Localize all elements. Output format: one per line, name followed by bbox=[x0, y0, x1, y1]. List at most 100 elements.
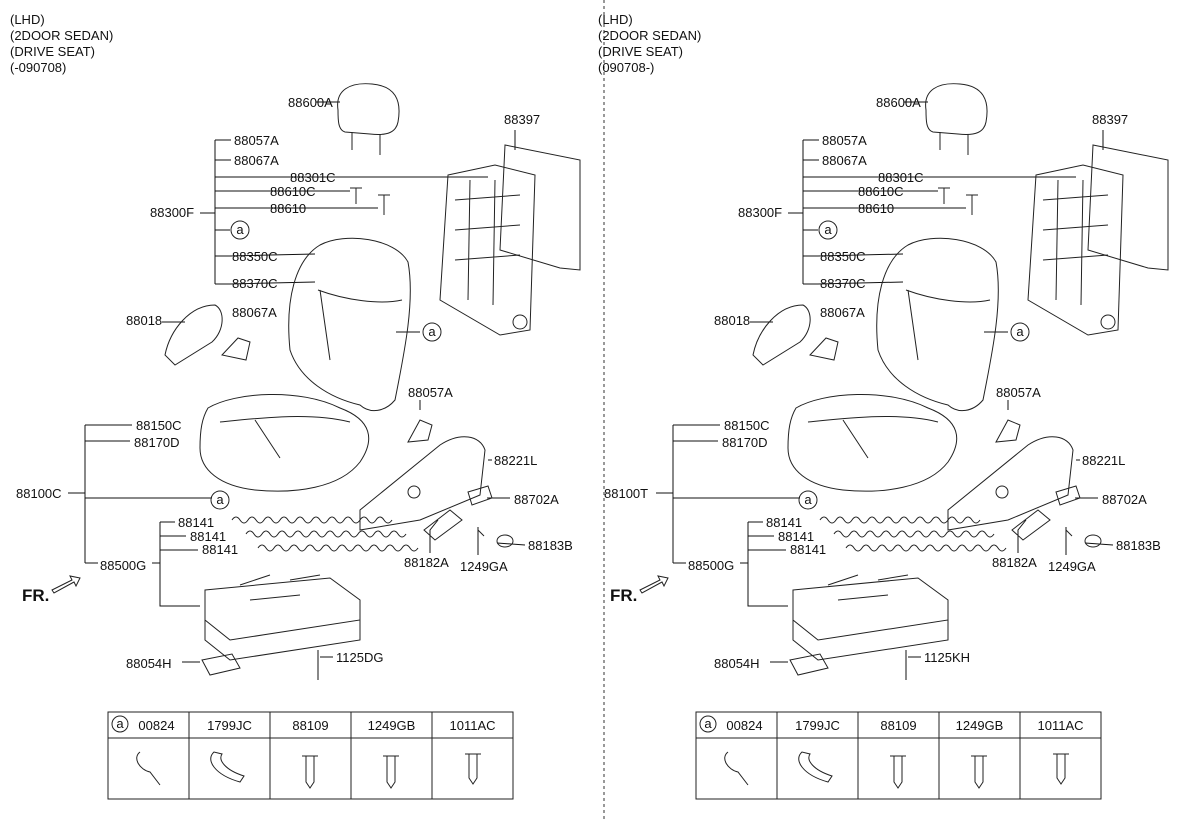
header-line: (LHD) bbox=[10, 12, 45, 27]
bolt-part bbox=[350, 187, 362, 204]
bolt-part bbox=[938, 187, 950, 204]
leader-line bbox=[803, 253, 904, 257]
shield-part bbox=[947, 436, 1074, 531]
spring-part bbox=[245, 530, 407, 538]
leader-line bbox=[496, 542, 526, 546]
part-label-cap: 88183B bbox=[1116, 538, 1161, 553]
bracket2-part bbox=[407, 419, 433, 443]
part-label-g1: 88057A bbox=[234, 133, 279, 148]
switch-part bbox=[789, 653, 829, 676]
seat-track-part bbox=[204, 577, 361, 641]
lever-part bbox=[1011, 509, 1051, 541]
part-label-g2: 88067A bbox=[822, 153, 867, 168]
table-part-code: 1799JC bbox=[207, 718, 252, 733]
frame-grid-part bbox=[1042, 179, 1109, 306]
part-label-spring3: 88141 bbox=[202, 542, 238, 557]
part-label-knob: 88702A bbox=[514, 492, 559, 507]
reference-letter: a bbox=[428, 324, 436, 339]
header-line: (DRIVE SEAT) bbox=[10, 44, 95, 59]
tapping-screw-icon bbox=[890, 755, 906, 789]
cushion-seam-part bbox=[807, 416, 939, 459]
screw-part bbox=[477, 529, 485, 537]
spring-part bbox=[833, 530, 995, 538]
bracket2-part bbox=[995, 419, 1021, 443]
part-label-g2: 88067A bbox=[234, 153, 279, 168]
table-part-code: 00824 bbox=[138, 718, 174, 733]
reference-circle bbox=[818, 220, 838, 240]
table-reference-circle bbox=[111, 715, 129, 733]
part-label-side_cover: 88018 bbox=[714, 313, 750, 328]
part-label-cushion_assy: 88100C bbox=[16, 486, 62, 501]
shield-hole-part bbox=[407, 485, 421, 499]
back-frame-part bbox=[439, 164, 536, 336]
part-label-cush2: 88170D bbox=[134, 435, 180, 450]
spring-part bbox=[845, 544, 1007, 552]
header-line: (090708-) bbox=[598, 60, 654, 75]
header-line: (-090708) bbox=[10, 60, 66, 75]
spring-part bbox=[819, 516, 981, 524]
recliner-part bbox=[512, 314, 528, 330]
cushion-part bbox=[787, 394, 958, 492]
leader-line bbox=[803, 281, 904, 285]
leader-line bbox=[215, 253, 316, 257]
leader-line bbox=[429, 519, 439, 553]
front-direction-label: FR. bbox=[610, 586, 637, 605]
part-label-cush1: 88150C bbox=[724, 418, 770, 433]
table-border bbox=[695, 711, 1102, 800]
part-label-back_assy: 88300F bbox=[738, 205, 782, 220]
track-detail-part bbox=[239, 574, 321, 601]
headrest-post-part bbox=[351, 132, 381, 155]
cap-part bbox=[496, 534, 514, 548]
track-detail-part bbox=[827, 574, 909, 601]
lever-part bbox=[423, 509, 463, 541]
part-label-headrest: 88600A bbox=[876, 95, 921, 110]
bracket-part bbox=[809, 337, 839, 361]
reference-circle bbox=[422, 322, 442, 342]
reference-letter: a bbox=[804, 492, 812, 507]
headrest-part bbox=[925, 83, 988, 135]
part-label-track_assy: 88500G bbox=[100, 558, 146, 573]
leader-line bbox=[1084, 542, 1114, 546]
seat-track-rail-part bbox=[204, 620, 361, 661]
seat-track-part bbox=[792, 577, 949, 641]
part-label-g7: 88350C bbox=[820, 249, 866, 264]
part-label-cush1: 88150C bbox=[136, 418, 182, 433]
part-label-spring2: 88141 bbox=[190, 529, 226, 544]
tapping-screw-icon bbox=[1053, 753, 1069, 785]
tapping-screw-icon bbox=[302, 755, 318, 789]
table-part-code: 1249GB bbox=[368, 718, 416, 733]
headrest-part bbox=[337, 83, 400, 135]
part-label-spring3: 88141 bbox=[790, 542, 826, 557]
tapping-screw-icon bbox=[383, 755, 399, 789]
side-cover-part bbox=[752, 304, 811, 366]
table-border bbox=[107, 711, 514, 800]
header-line: (2DOOR SEDAN) bbox=[10, 28, 113, 43]
cable-tie-icon bbox=[210, 751, 245, 783]
part-label-bracket: 88067A bbox=[820, 305, 865, 320]
knob-part bbox=[1055, 485, 1081, 506]
part-label-screw: 1249GA bbox=[460, 559, 508, 574]
part-label-shield: 88221L bbox=[1082, 453, 1125, 468]
part-label-lever: 88182A bbox=[992, 555, 1037, 570]
hook-clip-icon bbox=[724, 751, 749, 786]
side-cover-part bbox=[164, 304, 223, 366]
table-part-code: 88109 bbox=[292, 718, 328, 733]
table-part-code: 1011AC bbox=[1037, 718, 1083, 733]
part-label-bolt: 1125KH bbox=[924, 650, 970, 665]
part-label-spring1: 88141 bbox=[178, 515, 214, 530]
front-arrow-icon bbox=[51, 575, 81, 594]
bolt-part bbox=[378, 194, 390, 215]
back-panel-part bbox=[499, 144, 581, 271]
shield-part bbox=[359, 436, 486, 531]
header-line: (LHD) bbox=[598, 12, 633, 27]
seatback-cover-part bbox=[288, 237, 411, 412]
frame-grid-part bbox=[454, 179, 521, 306]
part-label-back_frame: 88397 bbox=[1092, 112, 1128, 127]
part-label-bracket: 88067A bbox=[232, 305, 277, 320]
part-label-cushion_assy: 88100T bbox=[604, 486, 648, 501]
back-panel-part bbox=[1087, 144, 1169, 271]
back-frame-part bbox=[1027, 164, 1124, 336]
part-label-cap: 88183B bbox=[528, 538, 573, 553]
